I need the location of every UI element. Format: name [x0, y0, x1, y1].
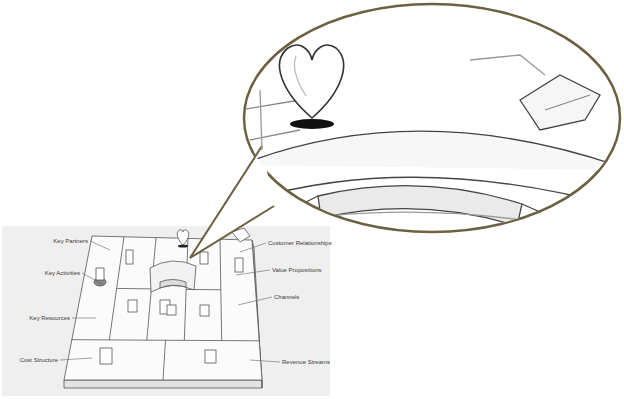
part-label: Key Partners [53, 238, 88, 245]
part-label: Channels [274, 294, 299, 301]
part-label: Value Propositions [272, 267, 322, 274]
leader-line [82, 273, 104, 285]
part-label: Revenue Streams [282, 359, 330, 366]
leader-line [90, 241, 110, 250]
part-label: Cost Structure [20, 357, 58, 364]
leader-line [238, 297, 272, 305]
part-label: Key Resources [29, 315, 70, 322]
leader-line [60, 358, 92, 360]
canvas-board [64, 228, 262, 388]
leader-line [72, 318, 96, 319]
leader-line [236, 270, 270, 275]
picture-ground [2, 226, 330, 396]
part-label: Key Activities [45, 270, 80, 277]
zoom-callout [190, 4, 624, 258]
leader-line [250, 360, 280, 362]
leader-line [240, 243, 266, 252]
part-label: Customer Relationships [268, 240, 332, 247]
